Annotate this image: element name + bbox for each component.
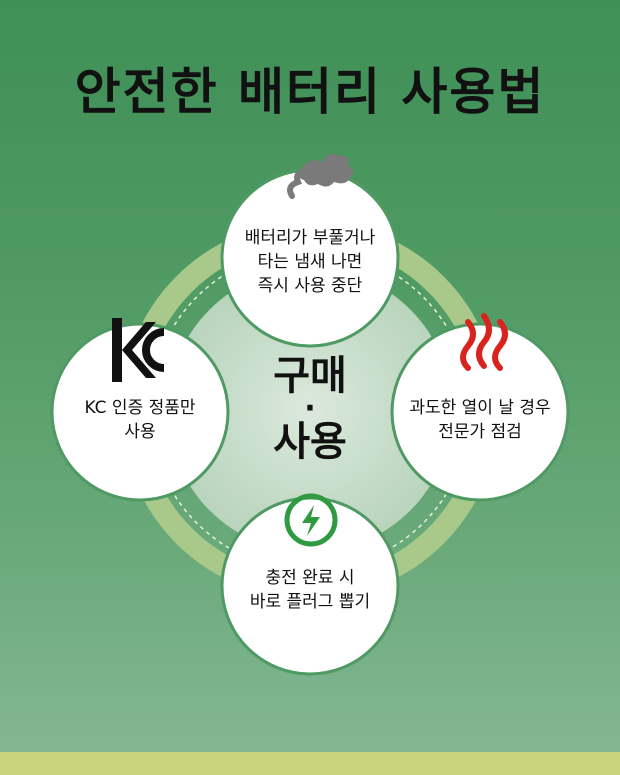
node-bottom-line: 충전 완료 시 (265, 568, 355, 588)
bottom-band (0, 752, 620, 775)
charging-icon (284, 493, 338, 547)
node-top-line: 배터리가 부풀거나 (244, 228, 376, 248)
node-bottom-text: 충전 완료 시 바로 플러그 뽑기 (228, 566, 392, 614)
smoke-icon (287, 154, 354, 199)
page-title: 안전한 배터리 사용법 (74, 63, 546, 121)
center-line1: 구매 (273, 353, 347, 399)
heat-icon (460, 313, 508, 371)
node-right-line: 과도한 열이 날 경우 (409, 398, 551, 418)
node-right-circle (390, 322, 570, 502)
node-right-text: 과도한 열이 날 경우 전문가 점검 (396, 396, 564, 444)
node-top-line: 타는 냄새 나면 (257, 252, 363, 272)
node-left-text: KC 인증 정품만 사용 (58, 396, 222, 444)
node-top-line: 즉시 사용 중단 (257, 276, 363, 296)
node-left-circle (50, 322, 230, 502)
node-right-line: 전문가 점검 (438, 422, 522, 442)
center-label: 구매 · 사용 (250, 355, 370, 463)
node-left-line: KC 인증 정품만 (84, 398, 196, 418)
center-line2: 사용 (273, 419, 347, 465)
inner-disc (168, 268, 452, 552)
center-dot: · (304, 391, 316, 426)
node-left-line: 사용 (124, 422, 156, 442)
node-top-text: 배터리가 부풀거나 타는 냄새 나면 즉시 사용 중단 (228, 226, 392, 298)
kc-mark-icon (112, 318, 165, 382)
node-bottom-line: 바로 플러그 뽑기 (249, 592, 371, 612)
